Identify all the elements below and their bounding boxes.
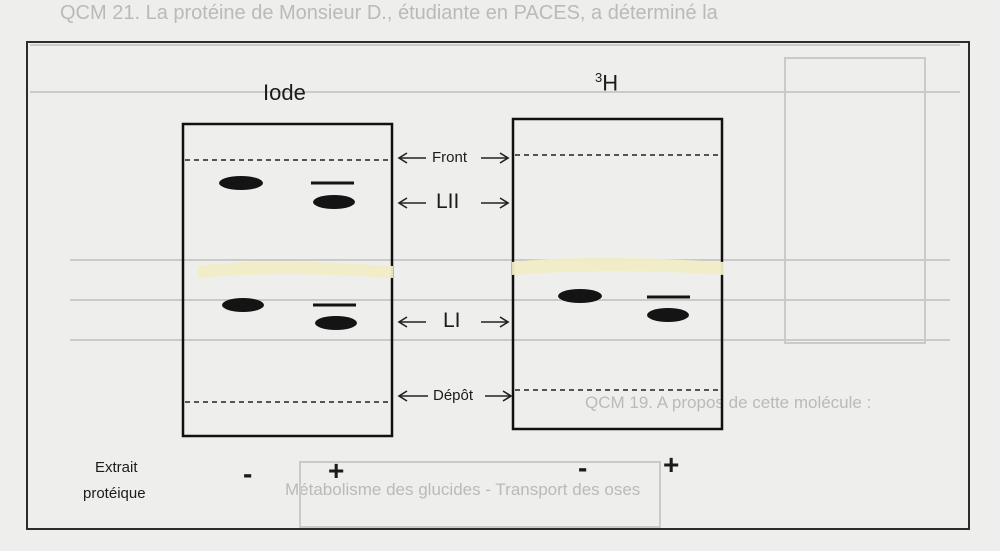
tape-strip xyxy=(198,261,393,278)
extract-label-line2: protéique xyxy=(83,485,146,502)
li-arrows xyxy=(397,316,510,328)
plate-right xyxy=(511,117,724,431)
background-text-bottom: Métabolisme des glucides - Transport des… xyxy=(285,480,641,499)
band-left-plus-li xyxy=(315,316,357,330)
title-tritium-superscript: 3 xyxy=(595,70,603,85)
label-lii: LII xyxy=(436,190,460,213)
lii-arrows xyxy=(397,197,510,209)
extract-label-line1: Extrait xyxy=(95,459,138,476)
title-tritium: 3H xyxy=(595,70,618,96)
background-print xyxy=(30,44,960,528)
sign-right-minus: - xyxy=(578,452,588,483)
band-right-minus-li xyxy=(558,289,602,303)
outer-frame xyxy=(26,41,970,530)
label-front: Front xyxy=(432,149,468,166)
tape-strip-right xyxy=(512,257,724,275)
band-right-plus-li xyxy=(647,308,689,322)
background-text-top: QCM 21. La protéine de Monsieur D., étud… xyxy=(60,2,718,24)
label-li: LI xyxy=(443,309,461,332)
band-left-minus-lii xyxy=(219,176,263,190)
sign-left-minus: - xyxy=(243,458,253,489)
title-iode: Iode xyxy=(263,80,306,105)
depot-arrows xyxy=(397,390,513,402)
sign-right-plus: + xyxy=(663,449,680,480)
plate-left xyxy=(181,122,394,438)
label-depot: Dépôt xyxy=(433,387,474,404)
background-text-q19: QCM 19. A propos de cette molécule : xyxy=(585,393,872,412)
band-left-minus-li xyxy=(222,298,264,312)
front-arrows xyxy=(397,152,510,164)
sign-left-plus: + xyxy=(328,455,345,486)
band-left-plus-lii xyxy=(313,195,355,209)
title-tritium-letter: H xyxy=(602,70,619,96)
